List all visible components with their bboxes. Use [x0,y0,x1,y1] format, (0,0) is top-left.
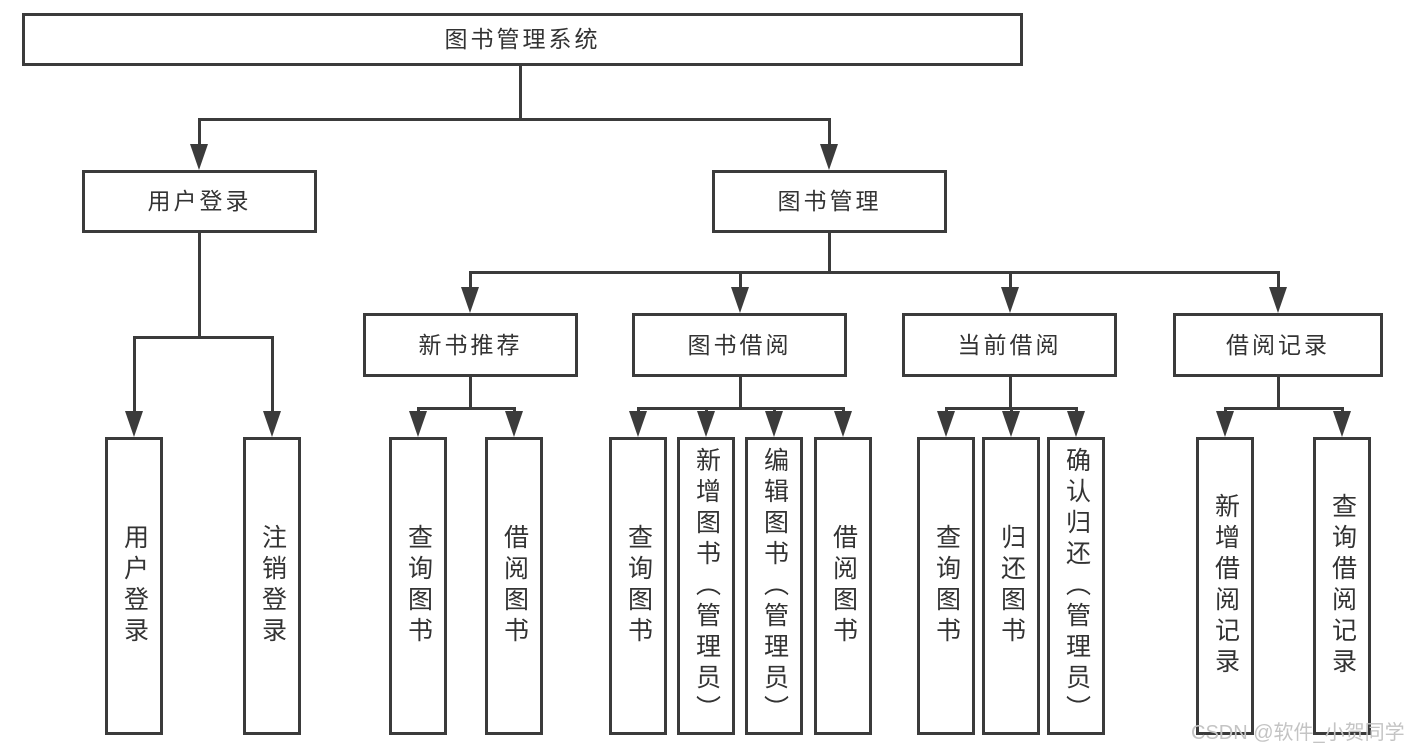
connector-drop-line [512,407,516,411]
arrowhead-down-icon [629,411,647,437]
node-label: 借阅图书 [829,524,858,648]
arrowhead-down-icon [1269,287,1287,313]
connector-stub-line [1276,377,1280,410]
arrowhead-down-icon [263,411,281,437]
connector-stub-line [738,377,742,410]
arrowhead-down-icon [697,411,715,437]
connector-drop-line [416,407,420,411]
connector-drop-line [827,118,831,144]
arrowhead-down-icon [1216,411,1234,437]
connector-stub-line [518,66,522,121]
connector-drop-line [1340,407,1344,411]
watermark-text: CSDN @软件_小贺同学 [1191,722,1405,744]
connector-drop-line [1074,407,1078,411]
node-label: 注销登录 [258,524,287,648]
node-label: 当前借阅 [957,331,1062,358]
arrowhead-down-icon [505,411,523,437]
leaf-return-book: 归还图书 [982,437,1040,735]
node-book-management: 图书管理 [712,170,947,233]
connector-drop-line [468,271,472,287]
leaf-query-book-borrow: 查询图书 [609,437,667,735]
node-user-login: 用户登录 [82,170,317,233]
connector-drop-line [704,407,708,411]
node-label: 借阅图书 [500,524,529,648]
node-label: 图书管理系统 [444,26,601,52]
node-label: 新书推荐 [418,331,523,358]
connector-drop-line [841,407,845,411]
node-label: 归还图书 [997,524,1026,648]
leaf-borrow-book: 借阅图书 [814,437,872,735]
node-label: 用户登录 [147,188,252,214]
leaf-add-book-admin: 新增图书（管理员） [677,437,735,735]
node-label: 查询图书 [404,524,433,648]
connector-drop-line [197,118,201,144]
node-label: 查询图书 [932,524,961,648]
node-book-borrow: 图书借阅 [632,313,847,377]
connector-branch-line [416,407,516,410]
node-book-system: 图书管理系统 [22,13,1023,66]
connector-drop-line [1223,407,1227,411]
arrowhead-down-icon [461,287,479,313]
connector-branch-line [132,336,274,339]
connector-drop-line [636,407,640,411]
node-borrow-records: 借阅记录 [1173,313,1383,377]
leaf-confirm-return-admin: 确认归还（管理员） [1047,437,1105,735]
node-label: 借阅记录 [1226,331,1330,358]
node-label: 编辑图书（管理员） [760,446,789,726]
connector-stub-line [827,233,831,274]
connector-stub-line [1008,377,1012,410]
connector-branch-line [468,271,1280,274]
connector-stub-line [468,377,472,410]
arrowhead-down-icon [1002,411,1020,437]
leaf-query-borrow-record: 查询借阅记录 [1313,437,1371,735]
node-label: 新增图书（管理员） [692,446,721,726]
node-label: 图书借阅 [687,331,792,358]
connector-drop-line [944,407,948,411]
arrowhead-down-icon [1067,411,1085,437]
connector-drop-line [1009,407,1013,411]
node-label: 查询借阅记录 [1328,493,1357,679]
leaf-logout: 注销登录 [243,437,301,735]
arrowhead-down-icon [1333,411,1351,437]
leaf-edit-book-admin: 编辑图书（管理员） [745,437,803,735]
node-label: 确认归还（管理员） [1062,446,1091,726]
connector-drop-line [270,336,274,411]
arrowhead-down-icon [820,144,838,170]
connector-branch-line [1223,407,1344,410]
leaf-query-book-recommend: 查询图书 [389,437,447,735]
connector-drop-line [1276,271,1280,287]
arrowhead-down-icon [937,411,955,437]
leaf-add-borrow-record: 新增借阅记录 [1196,437,1254,735]
node-label: 用户登录 [120,524,149,648]
leaf-borrow-book-recommend: 借阅图书 [485,437,543,735]
arrowhead-down-icon [765,411,783,437]
connector-drop-line [132,336,136,411]
connector-branch-line [636,407,845,410]
connector-drop-line [738,271,742,287]
node-current-borrow: 当前借阅 [902,313,1117,377]
arrowhead-down-icon [731,287,749,313]
node-label: 图书管理 [777,188,882,214]
connector-branch-line [197,118,831,121]
arrowhead-down-icon [834,411,852,437]
connector-stub-line [197,233,201,339]
node-label: 新增借阅记录 [1211,493,1240,679]
arrowhead-down-icon [125,411,143,437]
connector-drop-line [1008,271,1012,287]
leaf-query-book-current: 查询图书 [917,437,975,735]
node-new-book-recommend: 新书推荐 [363,313,578,377]
arrowhead-down-icon [1001,287,1019,313]
node-label: 查询图书 [624,524,653,648]
leaf-user-login: 用户登录 [105,437,163,735]
connector-drop-line [772,407,776,411]
arrowhead-down-icon [190,144,208,170]
arrowhead-down-icon [409,411,427,437]
